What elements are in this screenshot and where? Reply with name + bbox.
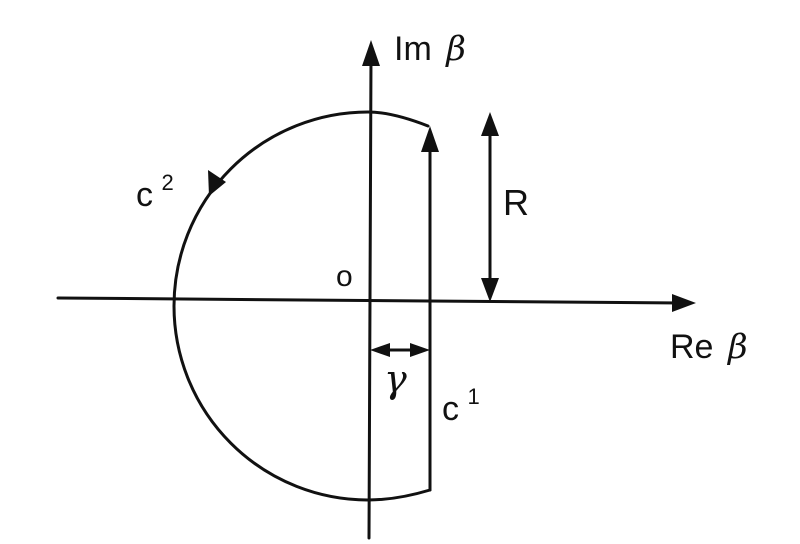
offset-indicator-left-arrowhead xyxy=(370,343,390,357)
contour-c2-direction-arrowhead xyxy=(208,170,226,196)
origin-label: o xyxy=(336,260,353,293)
contour-c2-label: c 2 xyxy=(136,170,174,214)
imaginary-axis xyxy=(367,54,373,540)
imaginary-axis-label: Im β xyxy=(394,29,466,69)
real-axis-arrowhead xyxy=(672,294,696,312)
offset-label: γ xyxy=(384,357,407,401)
radius-indicator-bottom-arrowhead xyxy=(481,278,499,302)
contour-c2-arc xyxy=(172,110,432,502)
imaginary-axis-arrowhead xyxy=(362,40,380,66)
radius-label: R xyxy=(503,182,529,223)
radius-indicator-top-arrowhead xyxy=(481,112,499,136)
offset-indicator-right-arrowhead xyxy=(410,343,430,357)
real-axis-label: Re β xyxy=(670,327,748,367)
contour-c1-direction-arrowhead xyxy=(421,126,439,152)
contour-c1-label: c 1 xyxy=(442,384,480,428)
